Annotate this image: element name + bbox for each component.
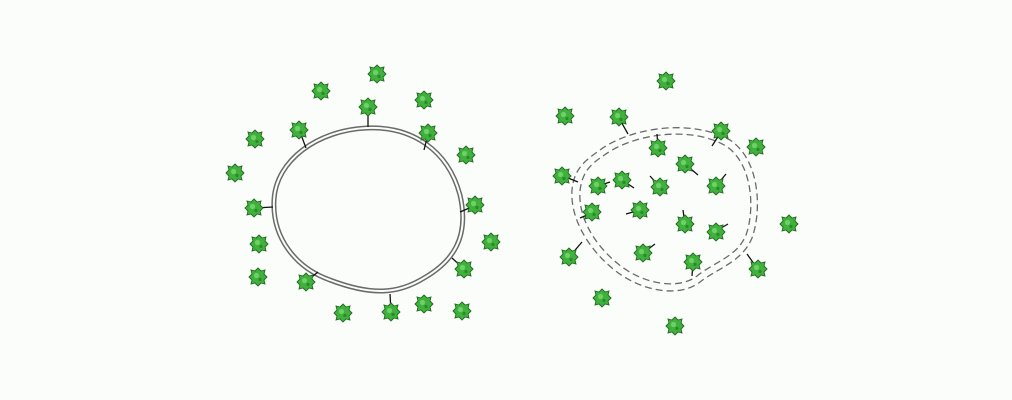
particle [684, 253, 702, 271]
particle [747, 138, 765, 156]
particle [707, 223, 725, 241]
particle [707, 177, 725, 195]
particle [631, 201, 649, 219]
particle [368, 65, 386, 83]
particle [553, 167, 571, 185]
particle [334, 304, 352, 322]
particle [634, 244, 652, 262]
particle [712, 122, 730, 140]
particle [613, 171, 631, 189]
particle [780, 215, 798, 233]
particle [466, 196, 484, 214]
particle [593, 289, 611, 307]
particle [419, 124, 437, 142]
particle [226, 164, 244, 182]
particle [583, 203, 601, 221]
particle [589, 177, 607, 195]
particle [556, 107, 574, 125]
particle [482, 233, 500, 251]
particle [359, 98, 377, 116]
particle [676, 215, 694, 233]
particle [290, 121, 308, 139]
particle [666, 317, 684, 335]
particle [250, 235, 268, 253]
particle [453, 302, 471, 320]
particle [610, 108, 628, 126]
particle [455, 260, 473, 278]
particle [651, 178, 669, 196]
particle [649, 139, 667, 157]
particle [249, 268, 267, 286]
particle [749, 260, 767, 278]
particle [676, 155, 694, 173]
particle [245, 199, 263, 217]
particle [297, 273, 315, 291]
particle [246, 130, 264, 148]
particle [657, 72, 675, 90]
particle [415, 295, 433, 313]
particle [415, 91, 433, 109]
particle [560, 248, 578, 266]
particle [382, 303, 400, 321]
particle [457, 146, 475, 164]
particle [312, 82, 330, 100]
